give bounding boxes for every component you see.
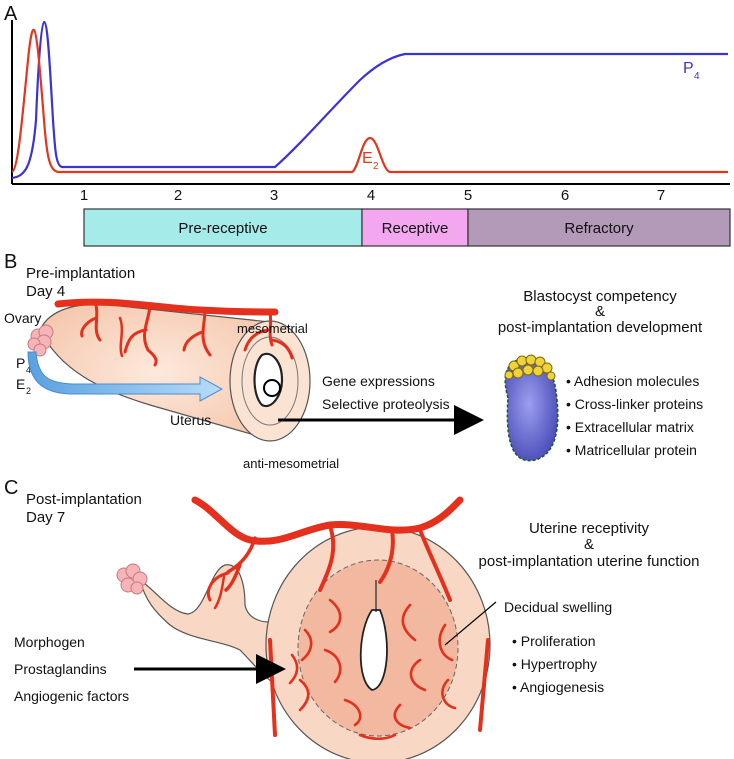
bullet-item: • Matricellular protein xyxy=(566,442,697,458)
day-ticks: 1 2 3 4 5 6 7 xyxy=(80,187,665,204)
blastocyst-heading-amp: & xyxy=(595,303,605,320)
decidual-bullets: • Proliferation • Hypertrophy • Angiogen… xyxy=(512,633,604,695)
day-tick: 4 xyxy=(367,187,375,204)
input-label: Prostaglandins xyxy=(14,661,107,677)
mesometrial-label: mesometrial xyxy=(237,321,308,336)
panel-a-letter: A xyxy=(4,3,18,25)
anti-mesometrial-label: anti-mesometrial xyxy=(243,456,339,471)
input-label: Angiogenic factors xyxy=(14,688,129,704)
bullet-item: • Extracellular matrix xyxy=(566,419,694,435)
p4-curve xyxy=(11,20,728,180)
bullet-item: • Angiogenesis xyxy=(512,679,604,695)
phase-pre-receptive xyxy=(83,208,363,247)
panel-c-title: Post-implantation xyxy=(26,491,142,508)
panel-c-letter: C xyxy=(4,477,18,499)
ovary-b xyxy=(27,324,54,357)
phase-bar: Pre-receptive Receptive Refractory xyxy=(83,208,731,247)
phase-label: Pre-receptive xyxy=(178,220,267,237)
p4-label-sub: 4 xyxy=(694,71,700,82)
bullet-item: • Hypertrophy xyxy=(512,656,597,672)
phase-label: Refractory xyxy=(564,220,634,237)
uterus-label: Uterus xyxy=(170,412,211,428)
p4-label: P xyxy=(683,60,694,77)
panel-c-subtitle: Day 7 xyxy=(26,509,65,526)
day-tick: 3 xyxy=(270,187,278,204)
decidual-pointer xyxy=(444,601,497,646)
vessels-b xyxy=(54,298,294,367)
vessels-c xyxy=(191,496,490,741)
uterine-heading-amp: & xyxy=(584,536,594,553)
blastocyst-heading-1: Blastocyst competency xyxy=(523,288,677,305)
blastocyst-heading-2: post-implantation development xyxy=(498,319,703,336)
panel-b-subtitle: Day 4 xyxy=(26,283,65,300)
blastocyst-in-lumen xyxy=(263,379,281,397)
day-tick: 5 xyxy=(464,187,472,204)
phase-refractory xyxy=(467,208,731,247)
blastocyst-illustration xyxy=(504,354,559,462)
e2-label-sub: 2 xyxy=(373,161,379,172)
bullet-item: • Cross-linker proteins xyxy=(566,396,703,412)
panel-b-title: Pre-implantation xyxy=(26,265,135,282)
ovary-c xyxy=(116,563,148,595)
blastocyst-bullets: • Adhesion molecules • Cross-linker prot… xyxy=(566,373,703,458)
e2-label: E xyxy=(362,150,373,167)
selective-proteolysis-label: Selective proteolysis xyxy=(322,396,450,412)
hormone-arrow xyxy=(27,351,224,402)
p4-label-b: P xyxy=(16,355,25,371)
bullet-item: • Adhesion molecules xyxy=(566,373,699,389)
p4-label-b-sub: 4 xyxy=(26,365,31,375)
uterine-heading-1: Uterine receptivity xyxy=(529,520,650,537)
e2-label-b-sub: 2 xyxy=(26,386,31,396)
phase-label: Receptive xyxy=(382,220,449,237)
input-label: Morphogen xyxy=(14,634,85,650)
day-tick: 1 xyxy=(80,187,88,204)
bullet-item: • Proliferation xyxy=(512,633,596,649)
uterine-heading-2: post-implantation uterine function xyxy=(479,553,700,570)
gene-expressions-label: Gene expressions xyxy=(322,373,435,389)
panel-b-letter: B xyxy=(4,251,17,273)
e2-label-b: E xyxy=(16,376,25,392)
ovary-label: Ovary xyxy=(4,310,41,326)
day-tick: 7 xyxy=(657,187,665,204)
day-tick: 6 xyxy=(561,187,569,204)
decidual-label: Decidual swelling xyxy=(504,599,612,615)
implantation-chamber xyxy=(359,609,388,691)
e2-curve xyxy=(11,28,728,174)
day-tick: 2 xyxy=(174,187,182,204)
